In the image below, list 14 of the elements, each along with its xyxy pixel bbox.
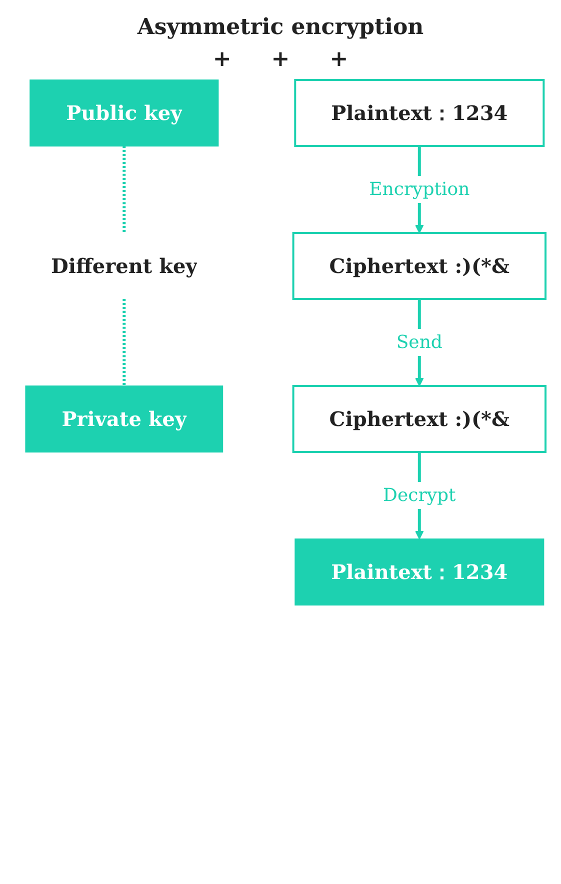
edge-label: Send xyxy=(396,332,443,353)
connector xyxy=(122,146,126,233)
node-box: Ciphertext :)(*& xyxy=(292,232,547,300)
node-box: Plaintext：1234 xyxy=(294,538,544,606)
diagram-title: Asymmetric encryption xyxy=(136,14,425,40)
connector xyxy=(122,299,126,386)
plus-sign: + xyxy=(271,46,290,72)
node-box: Ciphertext :)(*& xyxy=(292,385,547,453)
plus-sign: + xyxy=(212,46,232,72)
edge-label: Decrypt xyxy=(383,485,456,506)
node-text: Different key xyxy=(51,254,198,278)
edge-label: Encryption xyxy=(369,179,470,200)
plus-sign: + xyxy=(330,46,348,72)
node-box: Plaintext：1234 xyxy=(294,79,545,147)
